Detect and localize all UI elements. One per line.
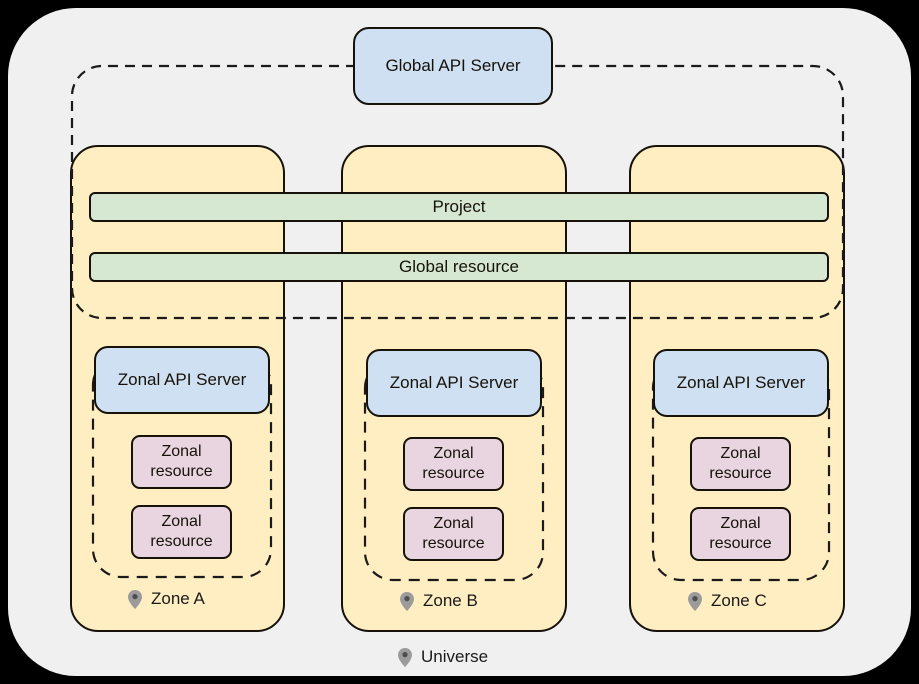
resource-line-2: resource [709,535,772,552]
global-resource-bar[interactable]: Global resource [89,252,829,282]
resource-line-2: resource [150,533,213,550]
resource-line-2: resource [150,463,213,480]
zonal-resource-box-a-2[interactable]: Zonal resource [131,505,232,559]
zone-label-text: Zone B [423,591,478,610]
resource-line-2: resource [709,465,772,482]
global-api-server-box[interactable]: Global API Server [353,27,553,105]
zonal-api-server-box-c[interactable]: Zonal API Server [653,349,829,417]
zonal-api-server-box-b[interactable]: Zonal API Server [366,349,542,417]
zone-label-a: Zone A [128,589,205,609]
zonal-api-server-box-a[interactable]: Zonal API Server [94,346,270,414]
resource-line-1: Zonal [720,514,761,532]
zone-label-b: Zone B [400,591,478,611]
map-pin-icon [398,647,412,667]
zone-label-c: Zone C [688,591,767,611]
resource-line-1: Zonal [720,444,761,462]
universe-label-text: Universe [421,647,489,666]
resource-line-1: Zonal [161,442,202,460]
universe-label: Universe [398,647,488,667]
resource-line-1: Zonal [433,444,474,462]
resource-line-1: Zonal [433,514,474,532]
project-bar[interactable]: Project [89,192,829,222]
zonal-resource-box-b-2[interactable]: Zonal resource [403,507,504,561]
zonal-resource-box-a-1[interactable]: Zonal resource [131,435,232,489]
zonal-resource-box-b-1[interactable]: Zonal resource [403,437,504,491]
resource-line-2: resource [422,465,485,482]
resource-line-1: Zonal [161,512,202,530]
zonal-resource-box-c-2[interactable]: Zonal resource [690,507,791,561]
map-pin-icon [400,591,414,611]
zone-label-text: Zone A [151,589,205,608]
map-pin-icon [688,591,702,611]
zone-label-text: Zone C [711,591,767,610]
resource-line-2: resource [422,535,485,552]
map-pin-icon [128,589,142,609]
zonal-resource-box-c-1[interactable]: Zonal resource [690,437,791,491]
